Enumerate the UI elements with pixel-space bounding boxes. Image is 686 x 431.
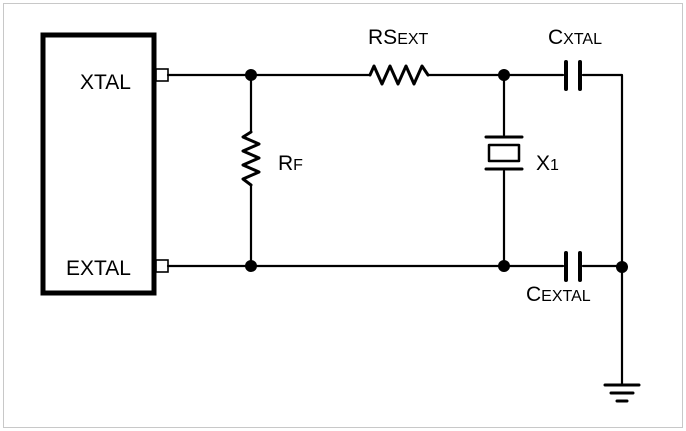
rf-label-main: R (278, 152, 293, 175)
extal-pin-label: EXTAL (66, 257, 131, 280)
junction-dot (245, 69, 257, 81)
cextal-label: CEXTAL (526, 283, 591, 306)
xtal-pin-label: XTAL (80, 71, 131, 94)
rsext-resistor (368, 64, 430, 86)
junction-dot (498, 260, 510, 272)
rf-label: RF (278, 152, 303, 175)
cextal-label-main: C (526, 283, 541, 306)
rf-label-sub: F (293, 157, 303, 174)
xtal-pin (155, 68, 169, 82)
rsext-label-sub: EXT (397, 31, 428, 48)
x1-crystal-body (487, 143, 521, 163)
rsext-label: RSEXT (368, 26, 429, 49)
cxtal-label: CXTAL (548, 26, 602, 49)
junction-dot (245, 260, 257, 272)
cxtal-right-lead (581, 73, 624, 269)
extal-pin (155, 259, 169, 273)
x1-label-main: X (536, 152, 550, 175)
junction-dot (616, 261, 628, 273)
cxtal-label-sub: XTAL (563, 31, 602, 48)
rf-resistor (241, 130, 261, 187)
chip-block (40, 32, 157, 296)
x1-label: X1 (536, 152, 559, 175)
rsext-label-main: RS (368, 26, 397, 49)
cextal-label-sub: EXTAL (541, 288, 591, 305)
cxtal-label-main: C (548, 26, 563, 49)
junction-dot (498, 69, 510, 81)
x1-label-sub: 1 (550, 157, 559, 174)
